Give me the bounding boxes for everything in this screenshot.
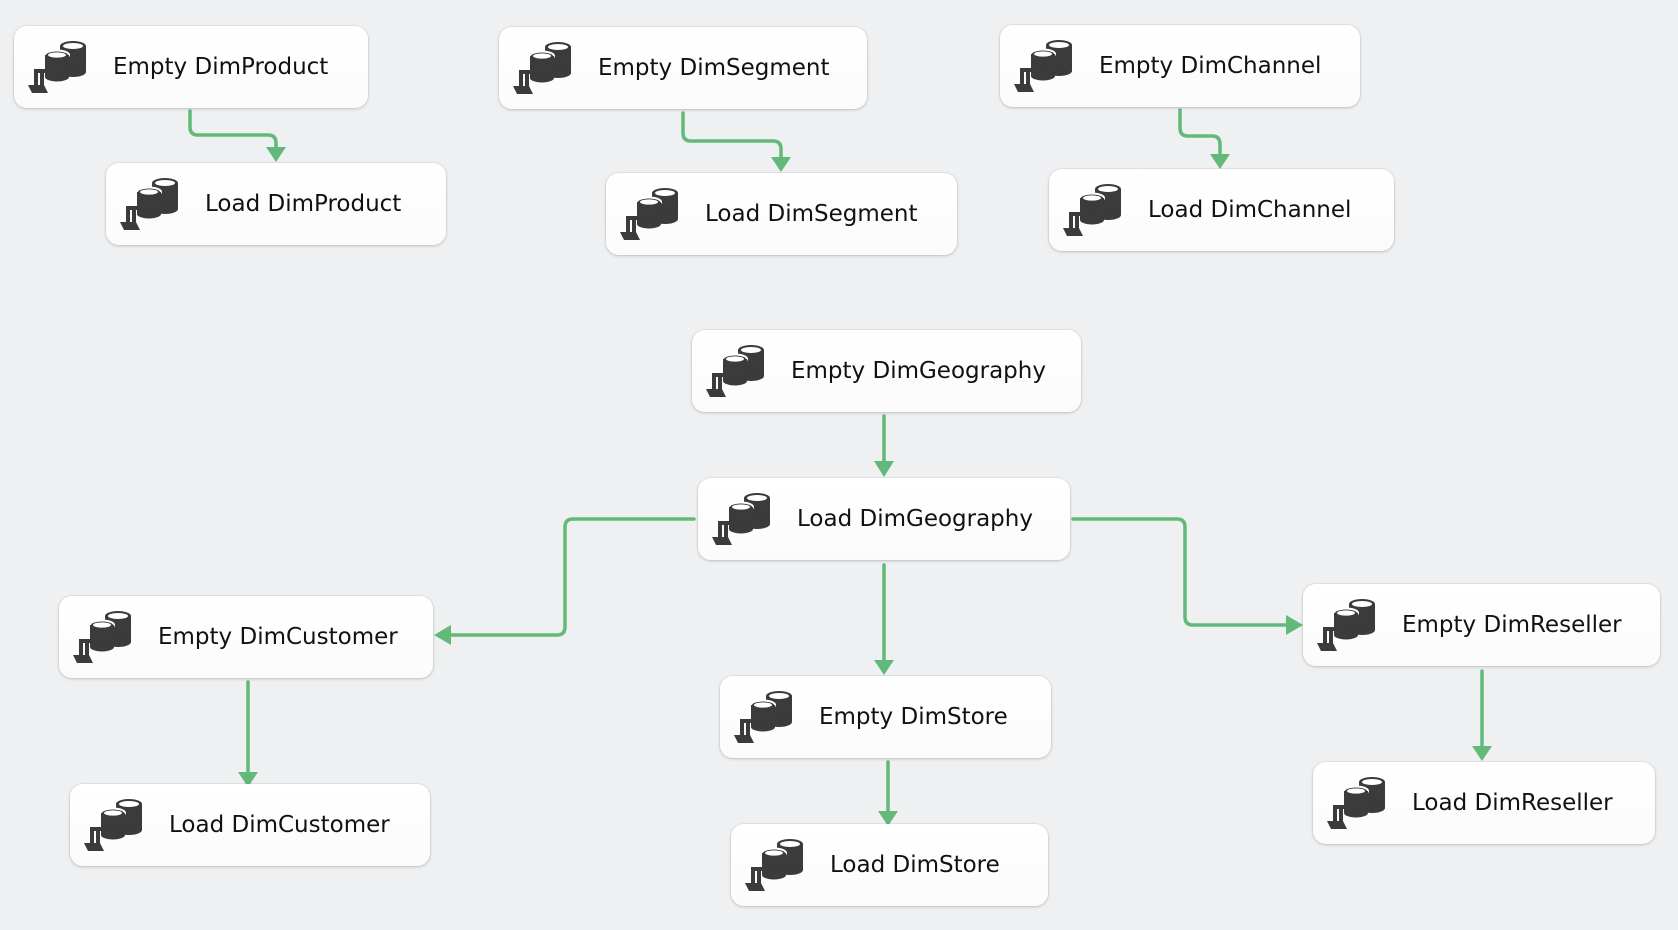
task-load-dimgeography[interactable]: Load DimGeography (698, 478, 1070, 560)
execute-sql-task-icon (1325, 773, 1391, 833)
arrowhead (266, 147, 286, 162)
arrowhead (874, 461, 894, 477)
arrowhead (1286, 615, 1303, 635)
execute-sql-task-icon (618, 184, 684, 244)
task-label: Empty DimGeography (791, 358, 1046, 384)
task-load-dimchannel[interactable]: Load DimChannel (1049, 169, 1394, 251)
task-load-dimsegment[interactable]: Load DimSegment (606, 173, 957, 255)
task-empty-dimreseller[interactable]: Empty DimReseller (1303, 584, 1660, 666)
arrowhead (874, 660, 894, 675)
precedence-constraint[interactable] (1071, 517, 1290, 627)
task-label: Empty DimStore (819, 704, 1008, 730)
task-load-dimstore[interactable]: Load DimStore (731, 824, 1048, 906)
task-label: Load DimCustomer (169, 812, 390, 838)
task-label: Load DimReseller (1412, 790, 1613, 816)
task-label: Load DimGeography (797, 506, 1033, 532)
task-empty-dimcustomer[interactable]: Empty DimCustomer (59, 596, 433, 678)
execute-sql-task-icon (743, 835, 809, 895)
task-label: Load DimProduct (205, 191, 402, 217)
task-load-dimreseller[interactable]: Load DimReseller (1313, 762, 1655, 844)
execute-sql-task-icon (511, 38, 577, 98)
task-empty-dimsegment[interactable]: Empty DimSegment (499, 27, 867, 109)
task-label: Load DimChannel (1148, 197, 1352, 223)
arrowhead (771, 157, 791, 172)
precedence-constraint[interactable] (1178, 108, 1222, 159)
execute-sql-task-icon (710, 489, 776, 549)
task-label: Empty DimSegment (598, 55, 830, 81)
execute-sql-task-icon (26, 37, 92, 97)
task-label: Empty DimChannel (1099, 53, 1322, 79)
task-label: Load DimSegment (705, 201, 918, 227)
precedence-constraint[interactable] (188, 109, 278, 152)
execute-sql-task-icon (732, 687, 798, 747)
arrowhead (1210, 154, 1230, 169)
execute-sql-task-icon (1012, 36, 1078, 96)
execute-sql-task-icon (1061, 180, 1127, 240)
execute-sql-task-icon (704, 341, 770, 401)
execute-sql-task-icon (71, 607, 137, 667)
task-label: Load DimStore (830, 852, 1000, 878)
task-empty-dimproduct[interactable]: Empty DimProduct (14, 26, 368, 108)
task-label: Empty DimReseller (1402, 612, 1622, 638)
execute-sql-task-icon (118, 174, 184, 234)
task-empty-dimchannel[interactable]: Empty DimChannel (1000, 25, 1360, 107)
arrowhead (1472, 746, 1492, 761)
arrowhead (434, 625, 451, 645)
task-label: Empty DimProduct (113, 54, 329, 80)
task-label: Empty DimCustomer (158, 624, 398, 650)
task-empty-dimgeography[interactable]: Empty DimGeography (692, 330, 1081, 412)
task-load-dimproduct[interactable]: Load DimProduct (106, 163, 446, 245)
execute-sql-task-icon (1315, 595, 1381, 655)
execute-sql-task-icon (82, 795, 148, 855)
task-load-dimcustomer[interactable]: Load DimCustomer (70, 784, 430, 866)
precedence-constraint[interactable] (446, 517, 696, 637)
task-empty-dimstore[interactable]: Empty DimStore (720, 676, 1051, 758)
precedence-constraint[interactable] (681, 111, 783, 162)
